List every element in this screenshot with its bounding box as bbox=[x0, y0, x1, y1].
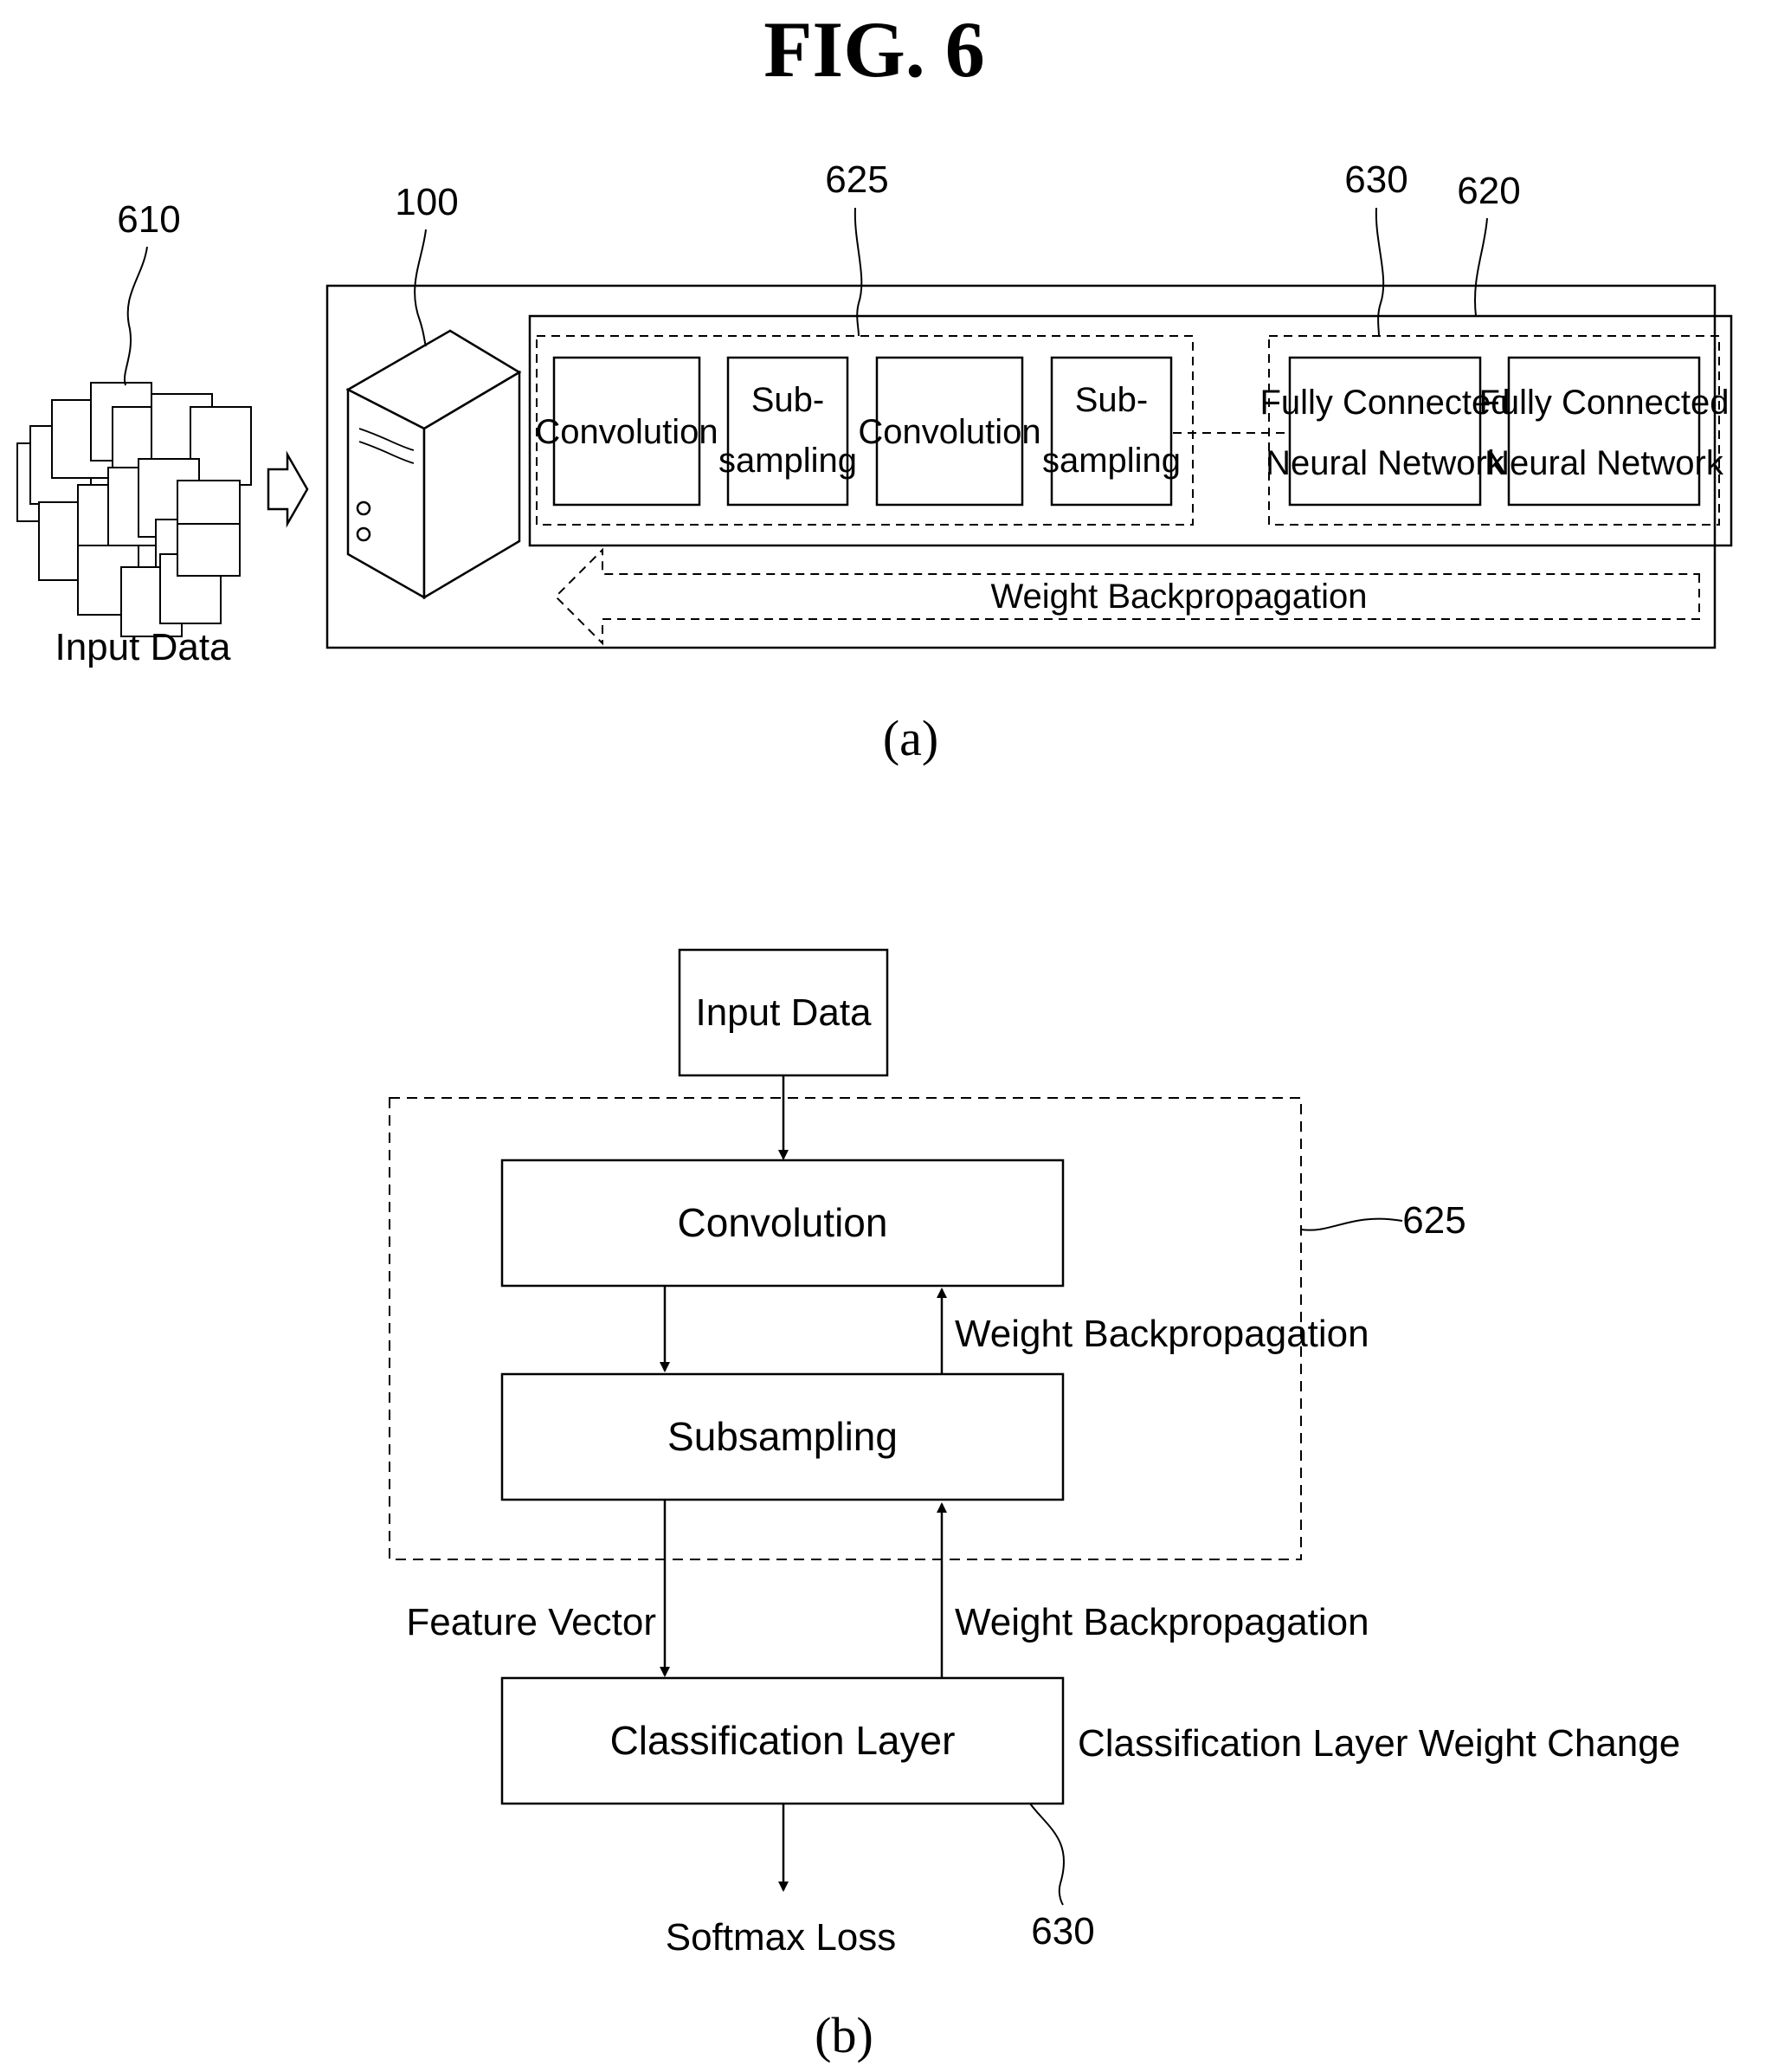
feature-layer-3: Convolution bbox=[858, 358, 1040, 505]
leader-610 bbox=[125, 247, 147, 385]
fc-layer-1: Fully Connected Neural Network bbox=[1259, 358, 1510, 505]
feature-vector-label: Feature Vector bbox=[406, 1601, 656, 1643]
feature-layer-1: Convolution bbox=[535, 358, 718, 505]
svg-text:Sub-: Sub- bbox=[1075, 381, 1149, 419]
classification-change-label: Classification Layer Weight Change bbox=[1078, 1722, 1680, 1765]
leader-630-b bbox=[1030, 1804, 1064, 1905]
ref-625-b: 625 bbox=[1402, 1199, 1465, 1242]
feature-layer-2: Sub- sampling bbox=[718, 358, 857, 505]
convolution-label: Convolution bbox=[678, 1200, 888, 1245]
leader-100 bbox=[415, 229, 426, 346]
leader-620 bbox=[1475, 218, 1487, 316]
ref-630-b: 630 bbox=[1031, 1910, 1094, 1953]
subsampling-label: Subsampling bbox=[667, 1414, 898, 1459]
ref-620: 620 bbox=[1457, 170, 1520, 212]
input-data-box-label: Input Data bbox=[695, 991, 872, 1034]
feature-layer-4: Sub- sampling bbox=[1042, 358, 1181, 505]
part-b: Input Data 625 Convolution Weight Backpr… bbox=[390, 950, 1680, 2063]
svg-text:Neural Network: Neural Network bbox=[1266, 444, 1505, 482]
ref-625-a: 625 bbox=[825, 158, 888, 201]
svg-text:Sub-: Sub- bbox=[751, 381, 825, 419]
input-images-stack bbox=[17, 383, 251, 636]
leader-625-b bbox=[1301, 1219, 1402, 1230]
flow-arrow-icon bbox=[268, 455, 307, 524]
caption-b: (b) bbox=[815, 2007, 873, 2063]
svg-text:sampling: sampling bbox=[1042, 442, 1181, 480]
caption-a: (a) bbox=[883, 710, 938, 766]
backprop-upper-label: Weight Backpropagation bbox=[955, 1313, 1369, 1355]
input-data-label: Input Data bbox=[55, 626, 231, 668]
svg-text:Convolution: Convolution bbox=[535, 413, 718, 451]
ref-610: 610 bbox=[117, 198, 180, 241]
backprop-lower-label: Weight Backpropagation bbox=[955, 1601, 1369, 1643]
ref-630-a: 630 bbox=[1344, 158, 1407, 201]
fc-layer-2: Fully Connected Neural Network bbox=[1478, 358, 1729, 505]
svg-text:Neural Network: Neural Network bbox=[1485, 444, 1724, 482]
figure-title: FIG. 6 bbox=[763, 5, 985, 94]
svg-text:Convolution: Convolution bbox=[858, 413, 1040, 451]
server-icon bbox=[348, 331, 519, 597]
svg-text:Fully Connected: Fully Connected bbox=[1478, 384, 1729, 422]
backprop-label-a: Weight Backpropagation bbox=[990, 578, 1367, 616]
svg-text:Fully Connected: Fully Connected bbox=[1259, 384, 1510, 422]
softmax-loss-label: Softmax Loss bbox=[666, 1916, 897, 1959]
ref-100: 100 bbox=[395, 181, 458, 223]
classification-layer-label: Classification Layer bbox=[610, 1718, 956, 1763]
part-a: 610 Input Data 100 620 625 Conv bbox=[17, 158, 1731, 766]
svg-text:sampling: sampling bbox=[718, 442, 857, 480]
